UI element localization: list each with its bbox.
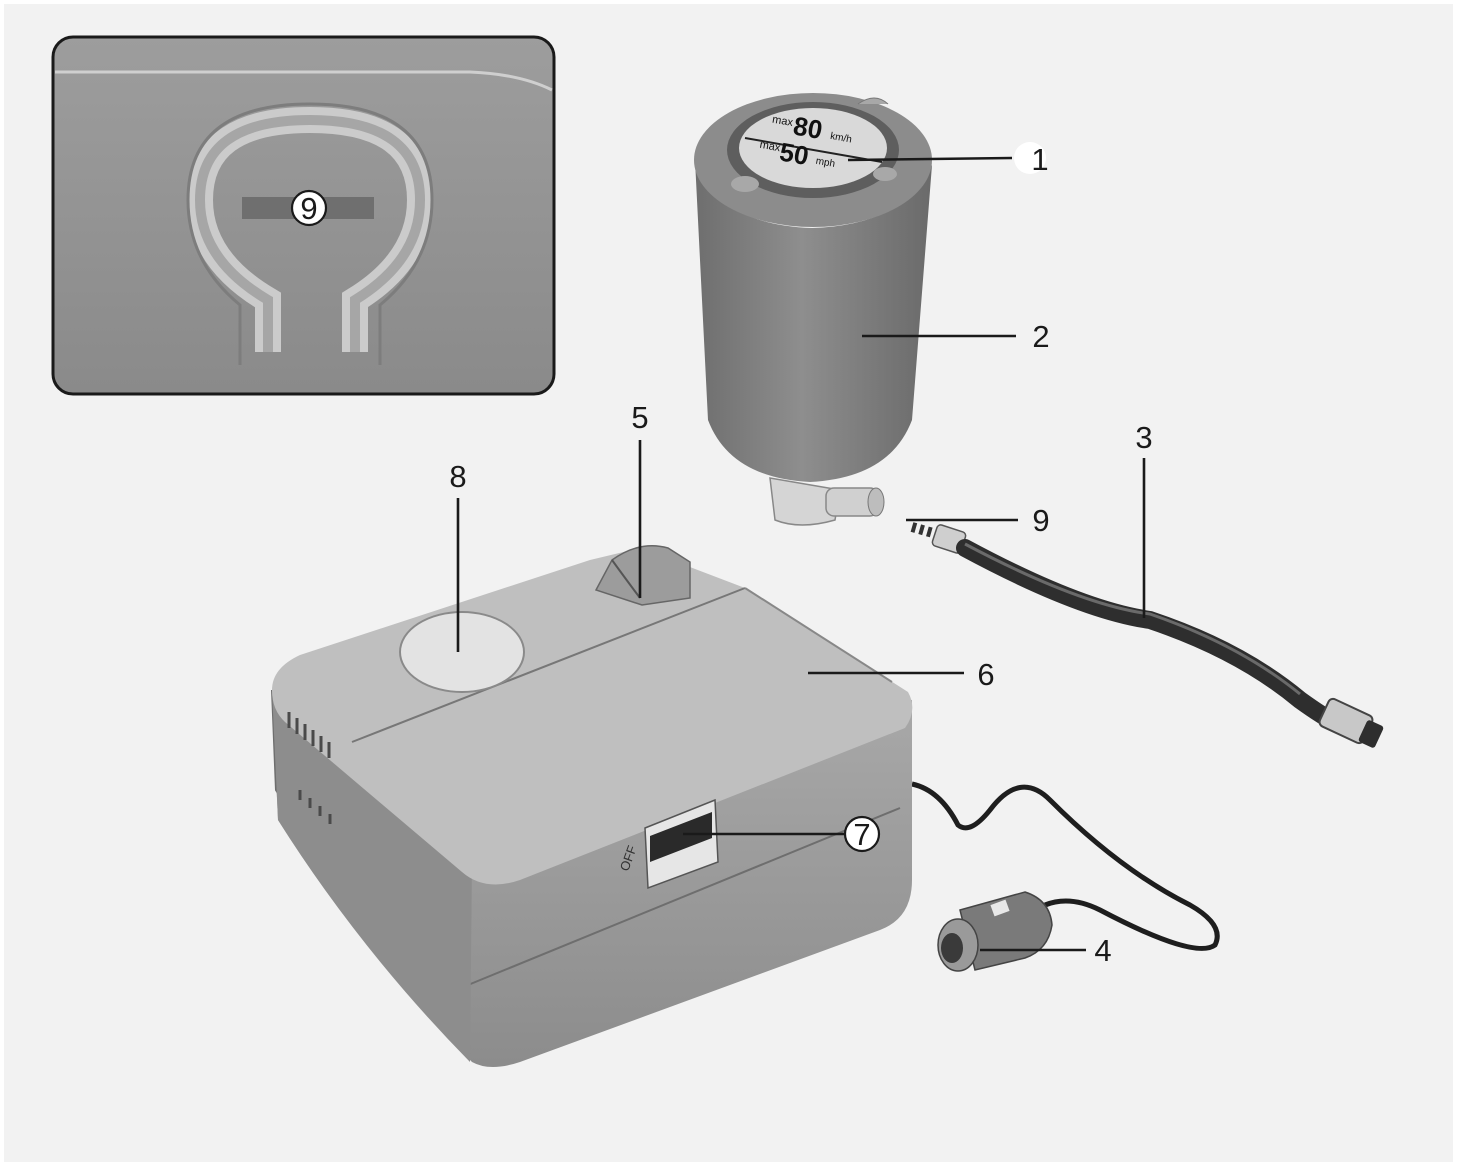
vent-slots	[287, 712, 332, 824]
callout-9: 9	[906, 503, 1050, 538]
callout-3-label: 3	[1135, 420, 1152, 455]
inset-detail: 9	[51, 35, 556, 396]
speed-label-text: max 80 km/h max 50 mph	[759, 111, 853, 172]
speed-label-disc	[739, 108, 887, 188]
km-unit: km/h	[829, 131, 852, 146]
inset-badge-label: 9	[300, 191, 317, 226]
callout-8-label: 8	[449, 459, 466, 494]
mph-prefix: max	[759, 139, 782, 155]
callout-4: 4	[980, 933, 1112, 968]
power-cord	[911, 781, 1220, 951]
callout-5-label: 5	[631, 400, 648, 435]
callout-2: 2	[862, 319, 1050, 354]
sealant-canister: max 80 km/h max 50 mph	[694, 93, 932, 526]
km-value: 80	[791, 111, 825, 146]
canister-body	[695, 160, 932, 482]
inset-badge: 9	[290, 189, 328, 227]
callout-3: 3	[1135, 420, 1153, 618]
power-switch: OFF	[617, 798, 719, 890]
callout-8: 8	[449, 459, 467, 652]
callout-5: 5	[631, 400, 649, 598]
callout-7-label: 7	[853, 817, 870, 852]
canister-socket	[399, 611, 525, 693]
inset-surface-edge	[55, 70, 553, 92]
callout-4-label: 4	[1094, 933, 1111, 968]
air-hose	[910, 522, 1384, 748]
callout-9-label: 9	[1032, 503, 1049, 538]
callout-6: 6	[808, 657, 995, 692]
callout-6-label: 6	[977, 657, 994, 692]
callout-2-label: 2	[1032, 319, 1049, 354]
callout-7: 7	[683, 815, 881, 853]
mph-unit: mph	[815, 156, 836, 170]
mph-value: 50	[777, 137, 811, 172]
callout-1: 1	[847, 142, 1049, 177]
hose-holder	[594, 545, 691, 606]
canister-valve-fitting	[769, 477, 885, 526]
km-prefix: max	[771, 114, 794, 130]
callout-1-label: 1	[1031, 142, 1048, 177]
compressor-unit: OFF	[271, 545, 1220, 1067]
